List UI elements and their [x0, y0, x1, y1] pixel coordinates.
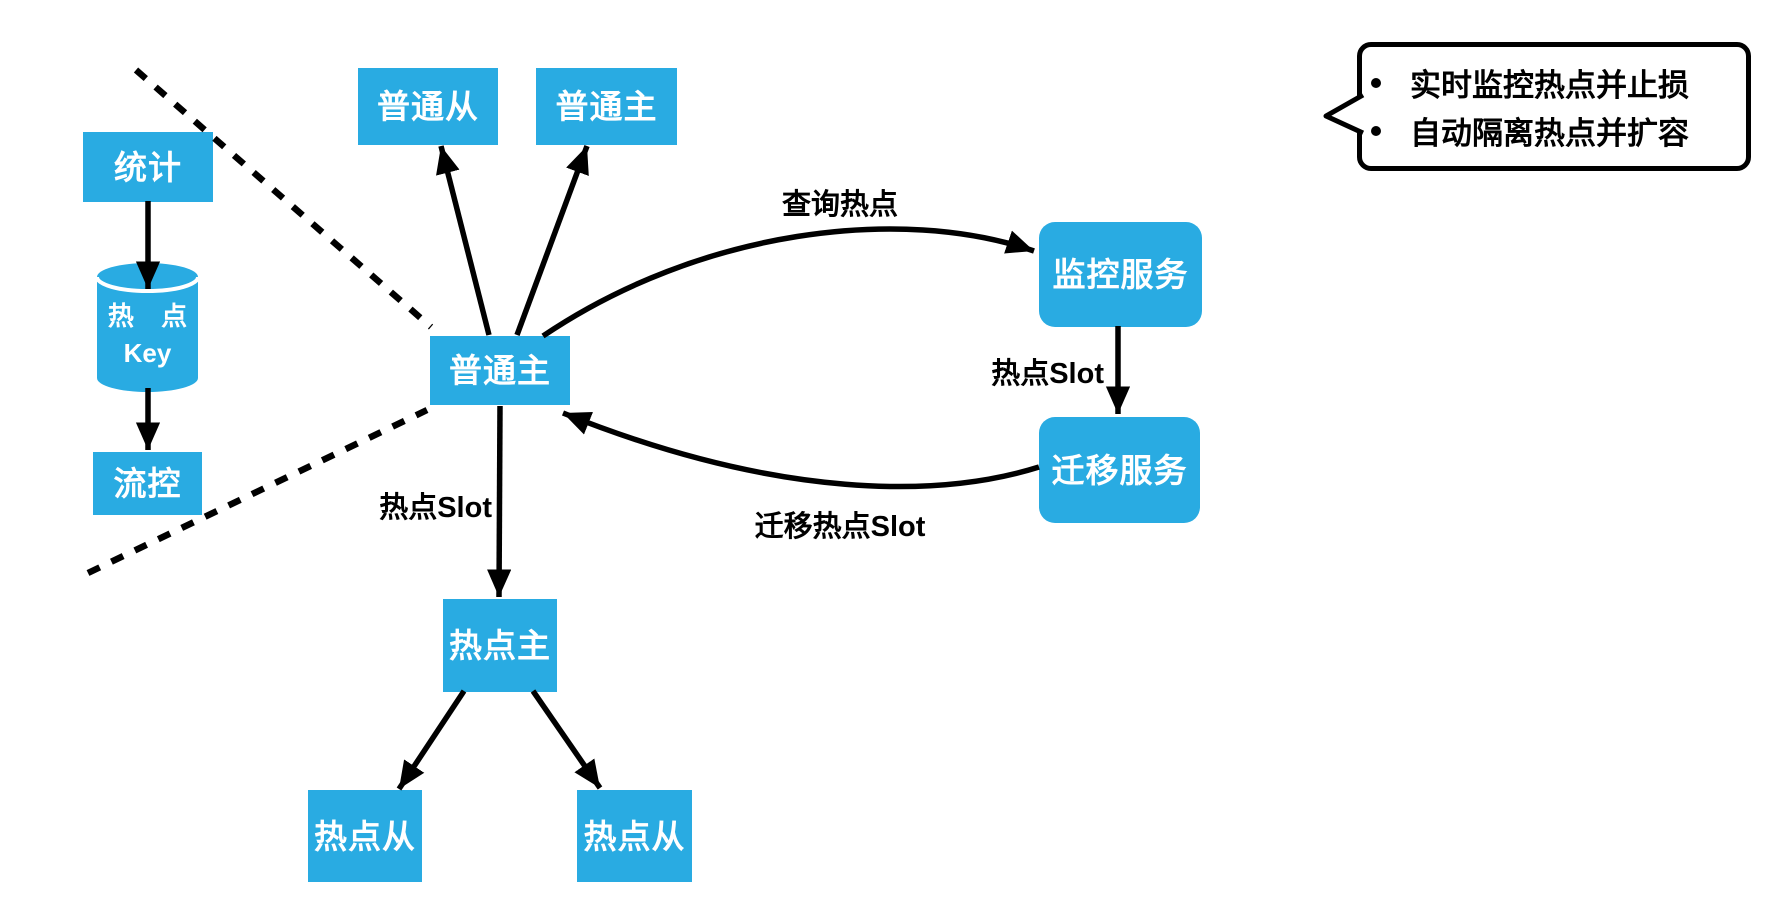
hot-master-label: 热点主 — [449, 627, 551, 664]
arrow-master-to-normal-master-top — [514, 145, 590, 336]
callout-bubble: 实时监控热点并止损 自动隔离热点并扩容 — [1357, 42, 1751, 171]
arrow-hot-master-to-left-replica — [396, 689, 467, 791]
hot-replica-right-label: 热点从 — [583, 817, 686, 855]
callout-row-2: 自动隔离热点并扩容 — [1371, 107, 1746, 155]
curve-migrate-hot-slot — [561, 410, 1040, 490]
normal-replica-label: 普通从 — [377, 88, 479, 125]
hot-master-box: 热点主 — [443, 599, 557, 692]
normal-master-box: 普通主 — [430, 336, 570, 405]
bullet-dot-icon — [1371, 125, 1381, 136]
flow-control-label: 流控 — [113, 465, 182, 502]
migration-service-label: 迁移服务 — [1051, 451, 1188, 489]
monitor-service-box: 监控服务 — [1039, 222, 1202, 327]
normal-master-label: 普通主 — [449, 352, 551, 389]
arrow-master-to-normal-replica — [436, 145, 492, 336]
migrate-hot-slot-label: 迁移热点Slot — [754, 511, 926, 543]
normal-replica-box: 普通从 — [358, 68, 498, 145]
arrow-hot-master-to-right-replica — [530, 689, 603, 790]
hot-key-label-line1: 热 点 — [107, 300, 188, 331]
stats-box: 统计 — [83, 132, 213, 202]
hot-replica-left-label: 热点从 — [314, 817, 416, 855]
stats-label: 统计 — [114, 148, 182, 186]
normal-master-top-label: 普通主 — [555, 88, 658, 125]
query-hotspot-label: 查询热点 — [781, 189, 898, 221]
migration-service-box: 迁移服务 — [1039, 417, 1200, 523]
hot-replica-right-box: 热点从 — [577, 790, 692, 882]
hot-slot-mid-label: 热点Slot — [379, 492, 492, 524]
hot-key-cylinder: 热 点 Key — [97, 263, 198, 392]
callout-row-1: 实时监控热点并止损 — [1371, 59, 1746, 107]
flow-control-box: 流控 — [93, 452, 202, 515]
curve-query-hotspot — [541, 226, 1035, 339]
callout-bullet-1: 实时监控热点并止损 — [1410, 68, 1689, 103]
hot-replica-left-box: 热点从 — [308, 790, 422, 882]
hot-key-label: 热 点 Key — [97, 263, 198, 392]
bullet-dot-icon — [1371, 77, 1381, 88]
hot-slot-right-label: 热点Slot — [991, 358, 1104, 390]
monitor-service-label: 监控服务 — [1052, 256, 1189, 293]
callout-bullet-2: 自动隔离热点并扩容 — [1410, 116, 1689, 151]
arrow-master-to-hot-master — [487, 405, 512, 598]
normal-master-top-box: 普通主 — [536, 68, 677, 145]
hot-key-label-line2: Key — [123, 337, 172, 368]
